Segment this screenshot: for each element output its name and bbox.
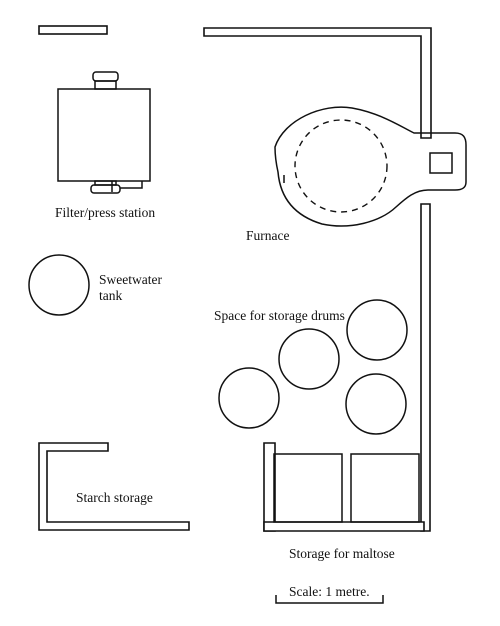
filter-press-label: Filter/press station bbox=[55, 205, 155, 220]
sweetwater-label-line2: tank bbox=[99, 288, 122, 303]
storage-drum bbox=[346, 299, 408, 361]
maltose-storage-label: Storage for maltose bbox=[289, 546, 395, 561]
storage-drum bbox=[218, 367, 280, 429]
storage-drums-label: Space for storage drums bbox=[214, 308, 345, 323]
starch-storage-label: Starch storage bbox=[76, 490, 153, 505]
furnace-label: Furnace bbox=[246, 228, 289, 243]
top-right-wall bbox=[203, 27, 432, 139]
sweetwater-label-line1: Sweetwater bbox=[99, 272, 162, 287]
maltose-storage bbox=[263, 442, 425, 532]
storage-drum bbox=[278, 328, 340, 390]
filter-press-station bbox=[57, 71, 151, 194]
scale-label: Scale: 1 metre. bbox=[289, 584, 370, 599]
storage-drum bbox=[345, 373, 407, 435]
right-wall bbox=[420, 203, 431, 532]
furnace bbox=[274, 106, 467, 227]
scale-bar bbox=[275, 595, 384, 604]
starch-storage-wall bbox=[38, 442, 190, 531]
top-left-wall-segment bbox=[38, 25, 108, 35]
sweetwater-tank bbox=[28, 254, 90, 316]
